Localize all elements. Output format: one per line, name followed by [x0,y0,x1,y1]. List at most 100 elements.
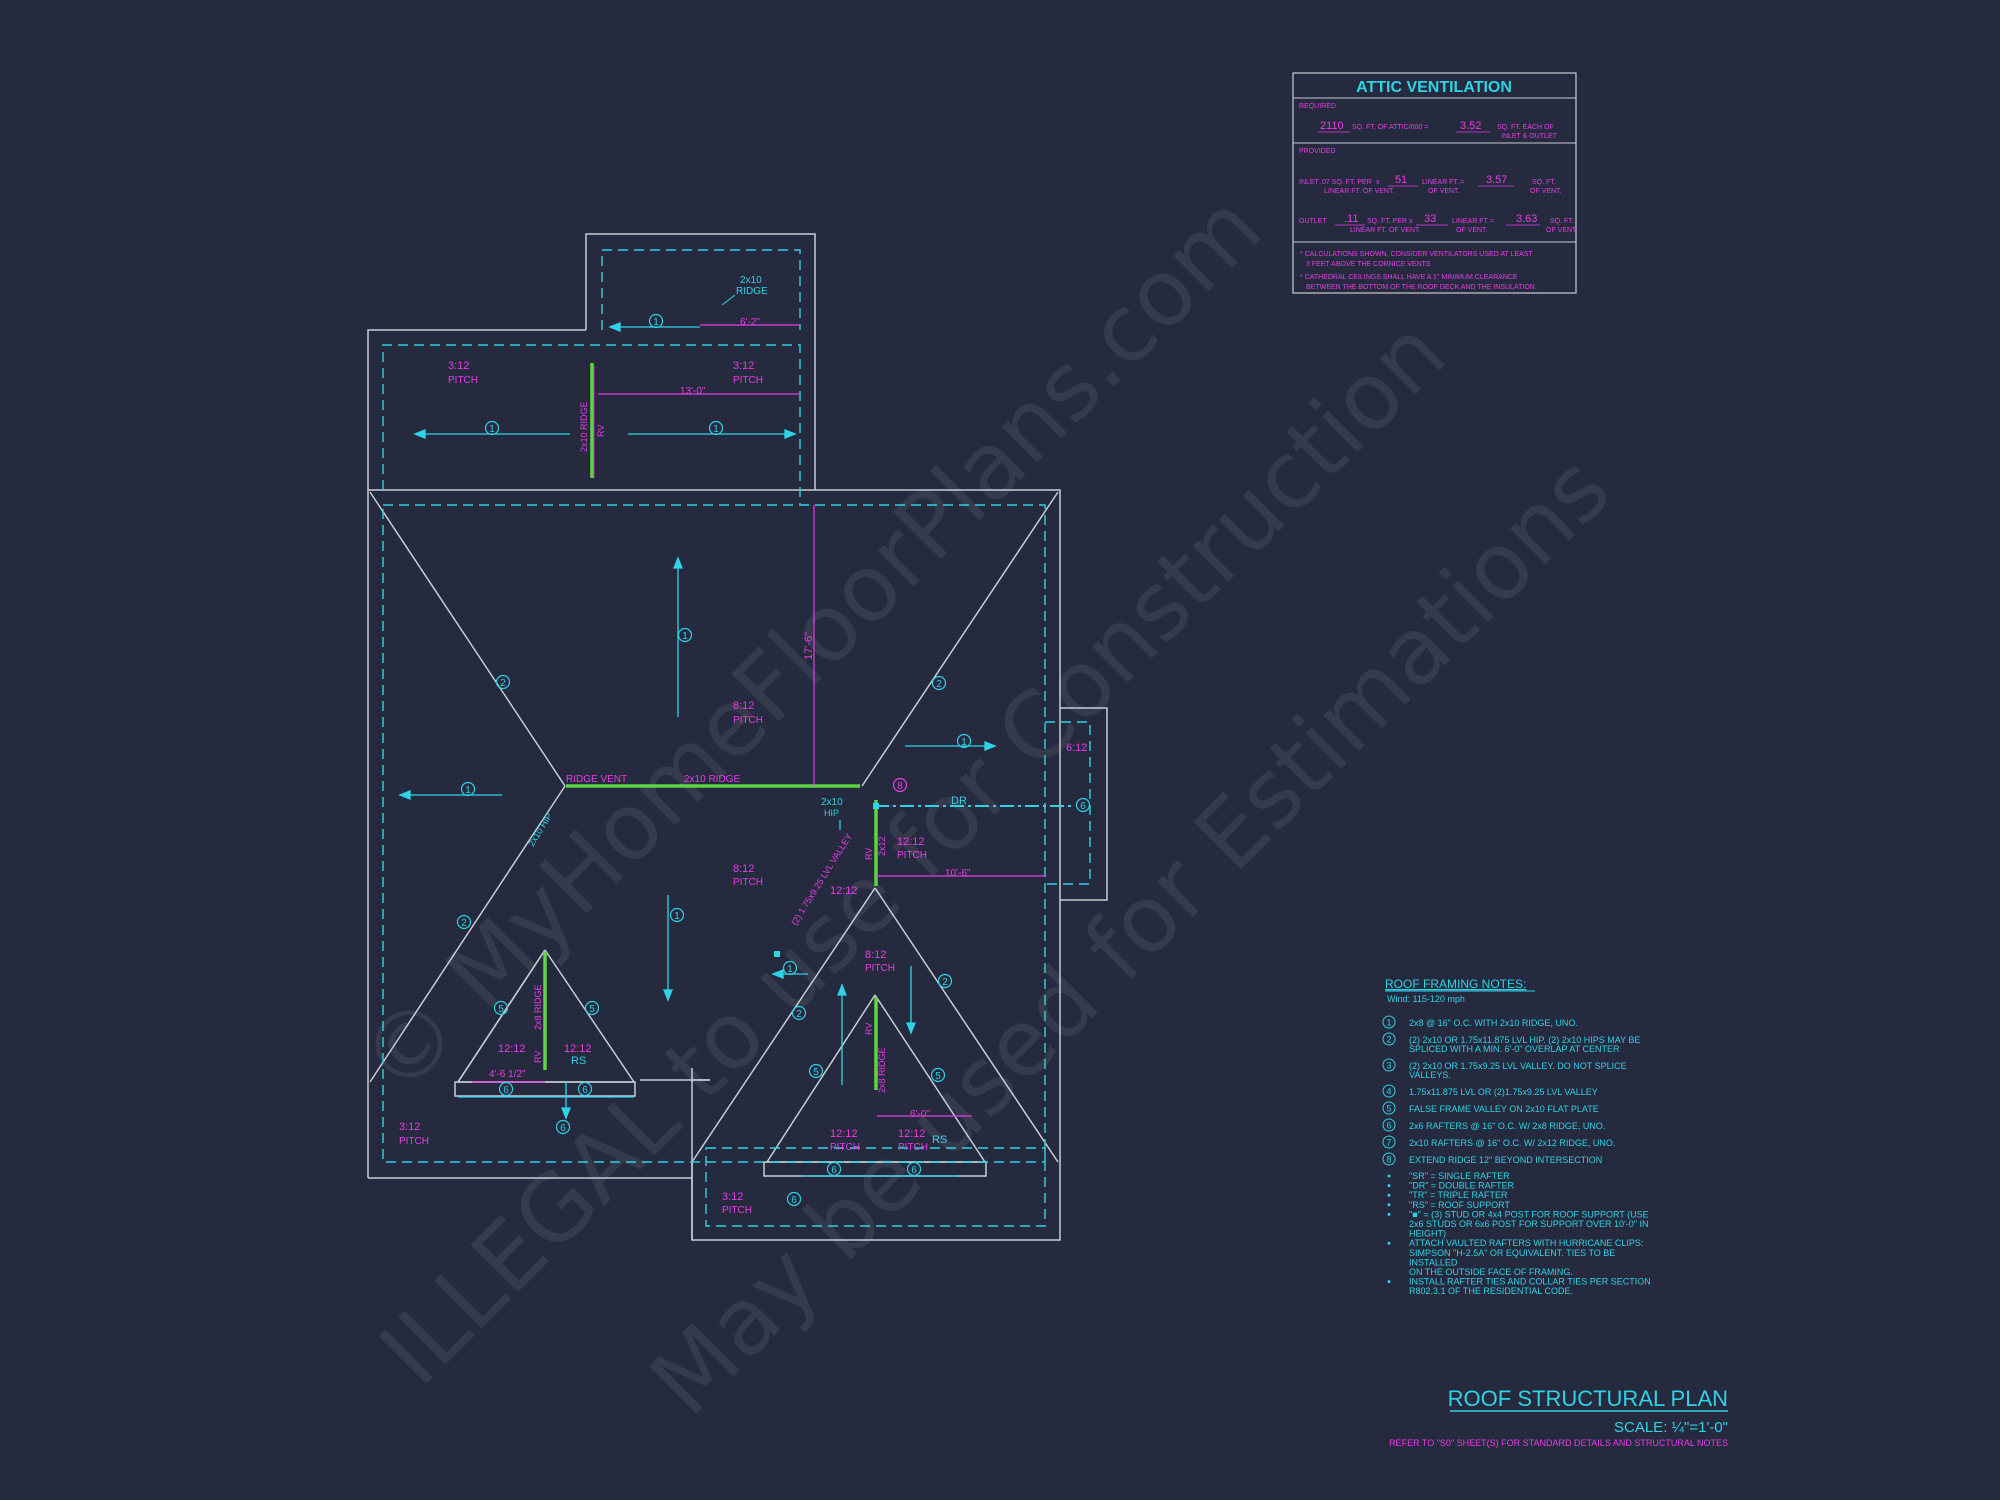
bullet-text: R802.3.1 OF THE RESIDENTIAL CODE. [1409,1286,1573,1296]
rs-label: RS [932,1134,947,1146]
bullet-text: ATTACH VAULTED RAFTERS WITH HURRICANE CL… [1409,1238,1643,1248]
note-number: 1 [1386,1018,1391,1028]
req-text-1: SQ. FT. OF ATTIC/600 = [1352,124,1428,131]
outlet-value: 33 [1424,213,1436,225]
pitch-word: PITCH [399,1136,429,1147]
callout-6: 6 [582,1085,588,1096]
req-text-2a: SQ. FT. EACH OF [1497,124,1554,131]
required-label: REQUIRED [1299,103,1336,110]
callout-1: 1 [489,424,495,435]
bullet-text: INSTALLED [1409,1257,1458,1267]
attic-title: ATTIC VENTILATION [1356,79,1512,96]
rv-label: RV [864,1023,874,1035]
callout-6: 6 [791,1195,797,1206]
attic-note-1a: * CALCULATIONS SHOWN, CONSIDER VENTILATO… [1300,251,1533,258]
lower-ridge-label: 2x8 RIDGE [877,1047,887,1093]
inlet-sqft: SQ. FT. [1532,179,1556,186]
pitch-word: PITCH [722,1205,752,1216]
callout-5: 5 [935,1071,941,1082]
bullet-text: ON THE OUTSIDE FACE OF FRAMING. [1409,1267,1573,1277]
bullet-text: SIMPSON "H-2.5A" OR EQUIVALENT. TIES TO … [1409,1248,1615,1258]
note-number-circle [1382,1101,1396,1115]
attic-note-2a: * CATHEDRAL CEILINGS SHALL HAVE A 1" MIN… [1300,274,1518,281]
callout-2: 2 [942,977,948,988]
pitch-3-12: 3:12 [733,360,754,372]
wind-rating: Wind: 115-120 mph [1387,994,1465,1004]
pitch-12-12: 12:12 [498,1043,526,1055]
note-number-circle [1382,1032,1396,1046]
note-text: 2x6 RAFTERS @ 16" O.C. W/ 2x8 RIDGE, UNO… [1409,1121,1605,1131]
outlet-of-vent: OF VENT. [1456,227,1488,234]
pitch-12-12: 12:12 [897,836,925,848]
callout-2: 2 [500,678,506,689]
callout-2: 2 [796,1009,802,1020]
pitch-8-12: 8:12 [733,863,754,875]
upper-ridge-label: 2x10 RIDGE [579,401,589,452]
callout-6: 6 [503,1085,509,1096]
pitch-3-12: 3:12 [722,1191,743,1203]
note-number-circle [1382,1015,1396,1029]
pitch-word: PITCH [898,1142,928,1153]
note-number-circle [1382,1058,1396,1072]
note-text: 2x10 RAFTERS @ 16" O.C. W/ 2x12 RIDGE, U… [1409,1138,1615,1148]
notes-title: ROOF FRAMING NOTES: [1385,977,1526,991]
callout-6: 6 [831,1165,837,1176]
callout-1: 1 [465,785,471,796]
ridge-2x12-label: 2x12 [877,836,887,856]
pitch-word: PITCH [448,375,478,386]
note-number: 8 [1386,1155,1391,1165]
note-number: 4 [1386,1087,1391,1097]
note-number-circle [1382,1135,1396,1149]
bullet-text: 2x6 STUDS OR 6x6 POST FOR SUPPORT OVER 1… [1409,1219,1648,1229]
bullet-text: "SR" = SINGLE RAFTER [1409,1171,1510,1181]
notes-bullets: "SR" = SINGLE RAFTER"DR" = DOUBLE RAFTER… [1387,1171,1651,1296]
callout-1: 1 [674,911,680,922]
dr-label: DR [951,795,967,807]
callout-1: 1 [787,964,793,975]
rv-label: RV [596,425,606,437]
dim-4-6: 4'-6 1/2" [489,1069,526,1080]
callout-6: 6 [1080,801,1086,812]
provided-label: PROVIDED [1299,148,1336,155]
outlet-rate-unit: SQ. FT. PER x [1367,218,1413,225]
pitch-word: PITCH [865,963,895,974]
req-value-2: 3.52 [1460,120,1481,132]
post-markers [774,803,879,957]
outlet-equals: = [1490,218,1494,225]
title-block: ROOF STRUCTURAL PLAN SCALE: ¼"=1'-0" REF… [1389,1386,1728,1448]
callout-numbers: 1 1 1 1 2 2 1 1 8 6 1 2 2 1 2 5 5 5 5 6 … [461,317,1086,1206]
ridge-word-label: RIDGE [736,286,768,297]
dimensions [472,324,1045,1117]
pitch-3-12: 3:12 [448,360,469,372]
callout-5: 5 [498,1004,504,1015]
dim-10-6: 10'-6" [945,868,971,879]
pitch-word: PITCH [897,850,927,861]
bullet-dot [1387,1203,1391,1207]
inlet-rate-unit: LINEAR FT. OF VENT. [1324,188,1394,195]
note-number: 3 [1386,1061,1391,1071]
pitch-12-12: 12:12 [564,1043,592,1055]
dim-17-6: 17'-6" [803,632,815,660]
outlet-sqft: SQ. FT. [1550,218,1574,225]
note-text: EXTEND RIDGE 12" BEYOND INTERSECTION [1409,1155,1602,1165]
req-value-1: 2110 [1320,120,1344,132]
pitch-word: PITCH [733,877,763,888]
pitch-12-12: 12:12 [898,1128,926,1140]
note-text: FALSE FRAME VALLEY ON 2x10 FLAT PLATE [1409,1104,1599,1114]
inlet-rate: .07 SQ. FT. PER [1320,179,1372,186]
pitch-word: PITCH [733,715,763,726]
direction-arrows [398,322,997,1177]
refer-note: REFER TO "S0" SHEET(S) FOR STANDARD DETA… [1389,1438,1728,1448]
rv-label: RV [533,1051,543,1063]
note-number-circle [1382,1152,1396,1166]
callout-1: 1 [713,424,719,435]
dim-6-2: 6'-2" [740,317,760,328]
left-ridge-label: 2x8 RIDGE [533,984,543,1030]
callout-6: 6 [911,1165,917,1176]
pitch-8-12: 8:12 [733,700,754,712]
attic-note-1b: 3 FEET ABOVE THE CORNICE VENTS [1306,261,1431,268]
ridge-vent-label: RIDGE VENT [566,774,627,785]
